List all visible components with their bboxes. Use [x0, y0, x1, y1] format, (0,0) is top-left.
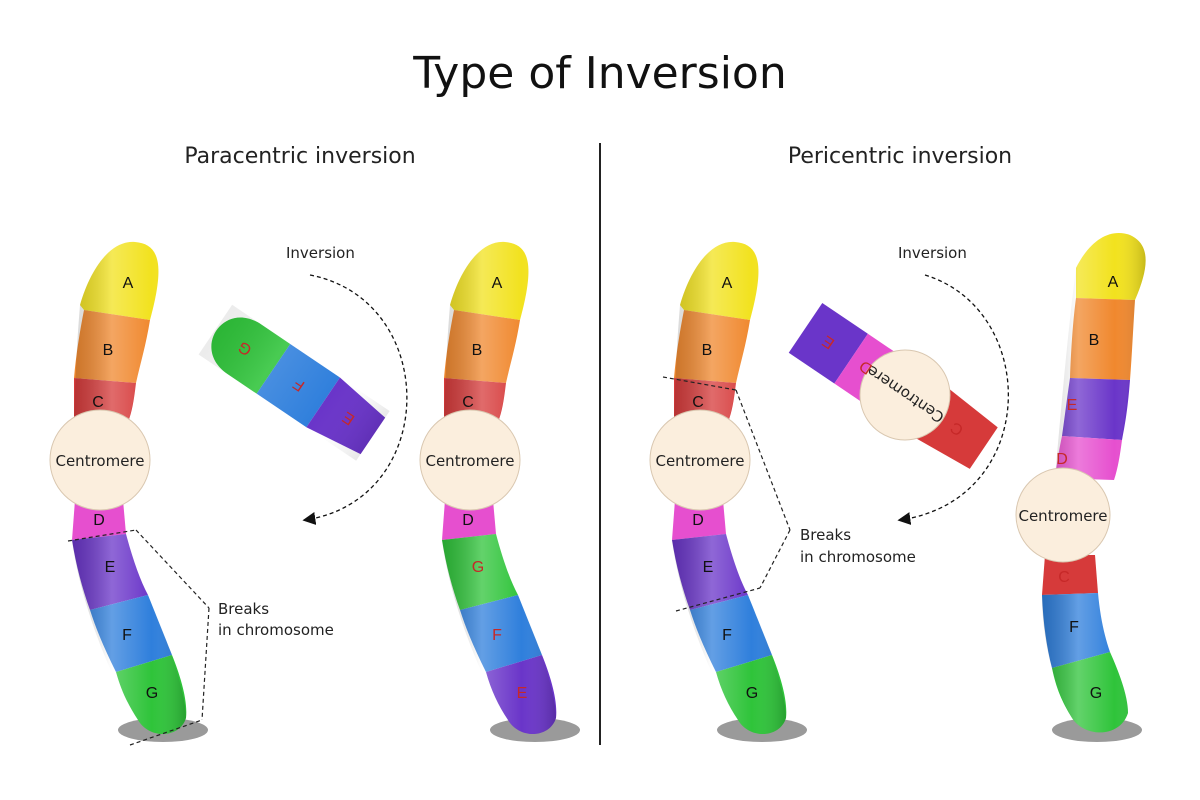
- centromere: [419, 409, 521, 511]
- label-B: B: [472, 342, 483, 359]
- label-B: B: [702, 342, 713, 359]
- band-D: [72, 500, 126, 540]
- label-D: D: [1056, 451, 1068, 468]
- label-A: A: [123, 275, 134, 292]
- centromere: [1015, 467, 1111, 563]
- pericentric-heading: Pericentric inversion: [788, 144, 1012, 169]
- label-G: G: [746, 685, 758, 702]
- label-C: C: [692, 394, 704, 411]
- label-B: B: [103, 342, 114, 359]
- label-E: E: [105, 559, 116, 576]
- label-F: F: [722, 627, 732, 644]
- centromere: [49, 409, 151, 511]
- label-F: F: [492, 627, 502, 644]
- inversion-arrow-peri: [897, 274, 1009, 525]
- label-D: D: [462, 512, 474, 529]
- label-A: A: [722, 275, 733, 292]
- centromere-label: Centromere: [655, 452, 744, 470]
- chromosome-peri-result: Centromere A B E D C F G: [1015, 233, 1146, 733]
- band-E: [788, 303, 868, 384]
- centromere-label: Centromere: [1018, 507, 1107, 525]
- breaks-lines-peri: [662, 376, 791, 612]
- label-F: F: [1069, 619, 1079, 636]
- chromosome-peri-original: Centromere A B C D E F G: [649, 241, 787, 735]
- label-D: D: [692, 512, 704, 529]
- inverted-segment-peri: E D Centromere C: [788, 303, 998, 469]
- band-D: [442, 500, 496, 540]
- centromere: [649, 409, 751, 511]
- breaks-label-para-line1: Breaks: [218, 600, 269, 618]
- inversion-arrow-para: [302, 274, 408, 525]
- label-C: C: [92, 394, 104, 411]
- label-A: A: [492, 275, 503, 292]
- label-E: E: [703, 559, 714, 576]
- label-C: C: [1058, 569, 1070, 586]
- centromere-label: Centromere: [55, 452, 144, 470]
- label-D: D: [93, 512, 105, 529]
- chromosome-para-result: Centromere A B C D G F E: [419, 241, 557, 735]
- centromere: [859, 349, 951, 441]
- label-C: C: [462, 394, 474, 411]
- label-G: G: [146, 685, 158, 702]
- chromosome-para-original: Centromere A B C D E F G: [49, 241, 187, 735]
- page-title: Type of Inversion: [412, 48, 786, 99]
- paracentric-heading: Paracentric inversion: [184, 144, 415, 169]
- label-F: F: [122, 627, 132, 644]
- label-B: B: [1089, 332, 1100, 349]
- breaks-lines-para: [67, 529, 210, 746]
- label-E: E: [1067, 397, 1078, 414]
- breaks-label-para-line2: in chromosome: [218, 621, 334, 639]
- label-A: A: [1108, 274, 1119, 291]
- inversion-label-peri: Inversion: [898, 244, 967, 262]
- label-E: E: [517, 685, 528, 702]
- breaks-label-peri-line1: Breaks: [800, 526, 851, 544]
- label-G: G: [472, 559, 484, 576]
- inverted-segment-para: G F E: [198, 304, 390, 461]
- inversion-label-para: Inversion: [286, 244, 355, 262]
- band-D: [834, 333, 897, 404]
- band-C: [1042, 555, 1098, 595]
- band-D: [672, 500, 726, 540]
- breaks-label-peri-line2: in chromosome: [800, 548, 916, 566]
- label-G: G: [1090, 685, 1102, 702]
- centromere-label: Centromere: [425, 452, 514, 470]
